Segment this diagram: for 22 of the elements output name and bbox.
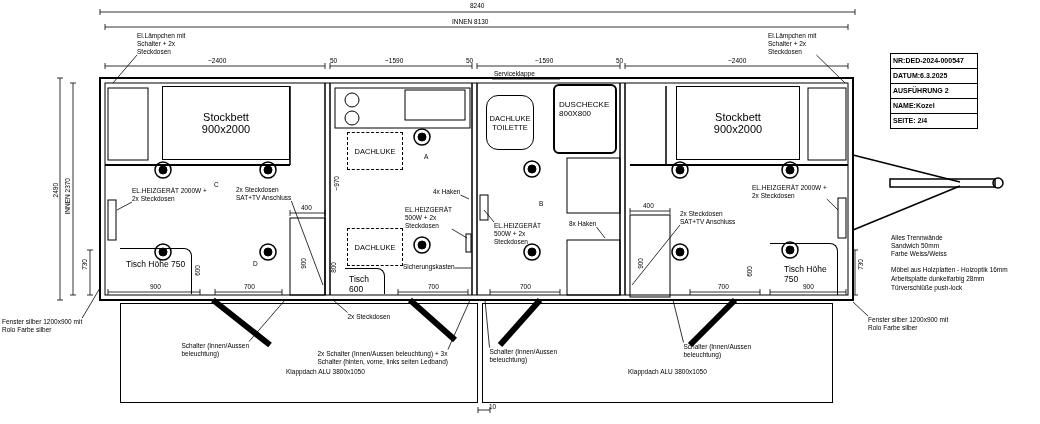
leader-line bbox=[672, 299, 684, 343]
leader-line bbox=[447, 299, 471, 350]
leader-line bbox=[454, 267, 472, 269]
leader-line bbox=[112, 54, 138, 84]
leader-line bbox=[248, 299, 286, 342]
leader-line bbox=[451, 228, 468, 239]
bunk-bed: Stockbett 900x2000 bbox=[162, 86, 290, 160]
table: Tisch 600 bbox=[345, 268, 385, 294]
leader-line bbox=[852, 301, 869, 317]
leader-line bbox=[81, 287, 101, 319]
leader-line bbox=[116, 201, 133, 211]
leader-line bbox=[826, 198, 839, 211]
leader-line bbox=[460, 194, 470, 200]
leader-line bbox=[332, 299, 348, 313]
leader-line bbox=[631, 224, 681, 286]
leader-line bbox=[483, 209, 495, 223]
leader-line bbox=[484, 299, 490, 348]
leader-line bbox=[816, 54, 846, 84]
bunk-bed: Stockbett 900x2000 bbox=[676, 86, 800, 160]
leader-line bbox=[596, 226, 606, 239]
shower-tray: DUSCHECKE 800X800 bbox=[553, 84, 617, 154]
leader-line bbox=[290, 200, 324, 286]
